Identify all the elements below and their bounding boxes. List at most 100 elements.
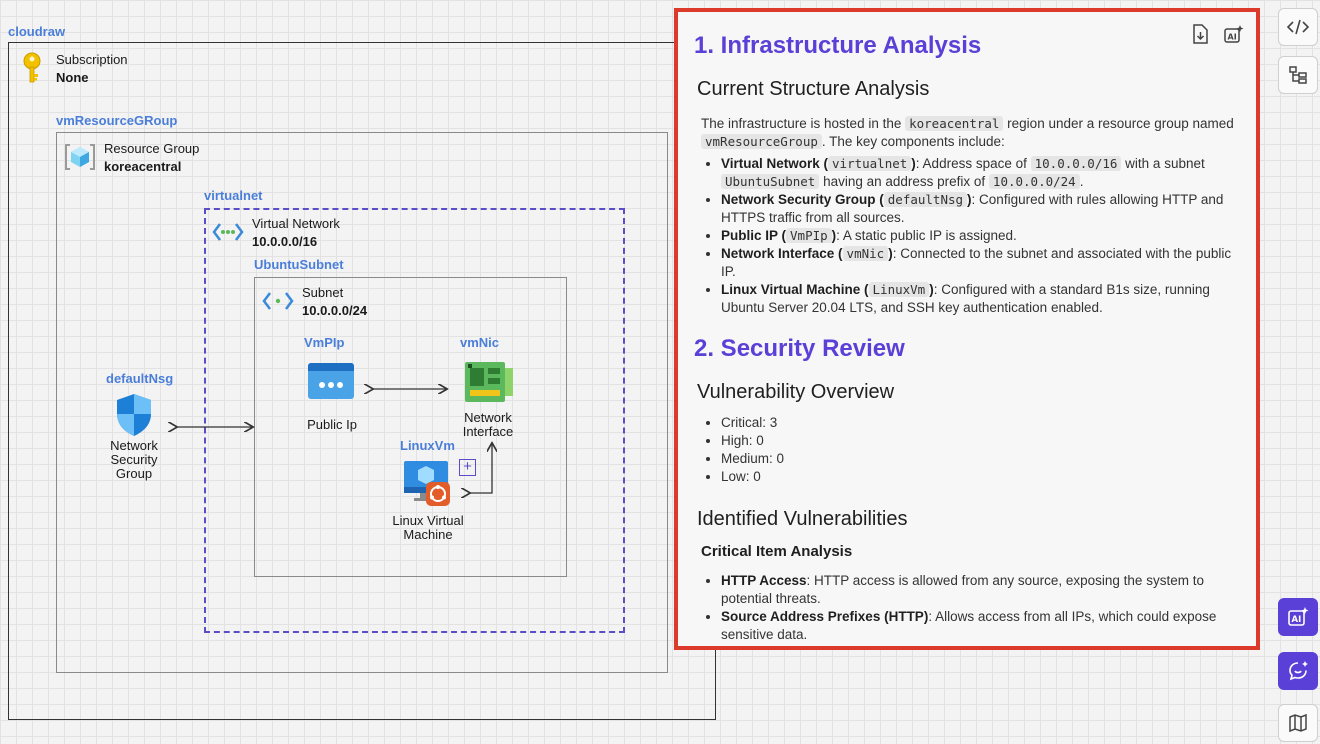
svg-text:AI: AI xyxy=(1228,33,1237,42)
component-name: Virtual Network ( xyxy=(721,156,829,171)
component-close: ) xyxy=(929,282,934,297)
critical-items-list: HTTP Access: HTTP access is allowed from… xyxy=(721,572,1240,644)
panel-toolbar: AI xyxy=(1190,24,1244,44)
map-icon xyxy=(1289,713,1307,733)
component-name: Network Interface ( xyxy=(721,246,843,261)
component-name: Public IP ( xyxy=(721,228,787,243)
component-close: ) xyxy=(888,246,893,261)
component-code-2: 10.0.0.0/16 xyxy=(1030,156,1122,171)
intro-code-region: koreacentral xyxy=(905,116,1004,131)
component-code: vmNic xyxy=(842,246,889,261)
diagram-canvas[interactable]: cloudraw Subscription None vmResourceGRo… xyxy=(0,0,716,744)
public-ip-icon[interactable] xyxy=(307,362,355,400)
ai-assistant-icon: AI xyxy=(1288,607,1309,626)
list-item: Linux Virtual Machine (LinuxVm): Configu… xyxy=(721,281,1240,317)
intro-text-3: . The key components include: xyxy=(821,134,1005,149)
nsg-tag: defaultNsg xyxy=(106,371,174,386)
list-item: Network Security Group (defaultNsg): Con… xyxy=(721,191,1240,227)
component-text-3: having an address prefix of xyxy=(819,174,989,189)
critical-item-text: : Allows access from all IPs, which coul… xyxy=(721,609,1217,642)
resource-group-label: Resource Group koreacentral xyxy=(104,140,199,176)
map-button[interactable] xyxy=(1278,704,1318,742)
linux-virtual-machine-icon[interactable] xyxy=(402,458,454,508)
list-item: Virtual Network (virtualnet): Address sp… xyxy=(721,155,1240,191)
list-item: HTTP Access: HTTP access is allowed from… xyxy=(721,572,1240,608)
subnet-tag: UbuntuSubnet xyxy=(254,257,344,272)
nic-caption: Network Interface xyxy=(448,411,528,439)
component-text-2: with a subnet xyxy=(1121,156,1205,171)
list-item: Low: 0 xyxy=(721,468,1240,486)
component-text: : Connected to the subnet and associated… xyxy=(721,246,1232,279)
component-code: defaultNsg xyxy=(883,192,968,207)
ai-assistant-button[interactable]: AI xyxy=(1278,598,1318,636)
resource-group-tag: vmResourceGRoup xyxy=(56,113,178,128)
subnet-label: Subnet 10.0.0.0/24 xyxy=(302,284,367,320)
vulnerability-counts-list: Critical: 3 High: 0 Medium: 0 Low: 0 xyxy=(721,414,1240,486)
section-2-subtitle: Vulnerability Overview xyxy=(697,381,895,403)
subscription-value: None xyxy=(56,70,89,85)
vnet-type: Virtual Network xyxy=(252,216,340,231)
vm-caption-line-2: Machine xyxy=(403,527,453,542)
code-view-button[interactable] xyxy=(1278,8,1318,46)
component-code: VmPIp xyxy=(786,228,832,243)
component-text-4: . xyxy=(1079,174,1084,189)
component-code: LinuxVm xyxy=(868,282,930,297)
resource-group-type: Resource Group xyxy=(104,141,200,156)
pip-caption: Public Ip xyxy=(307,417,357,432)
subnet-icon xyxy=(262,292,294,310)
code-icon xyxy=(1287,19,1309,35)
critical-analysis-heading: Critical Item Analysis xyxy=(701,543,853,560)
vnet-address: 10.0.0.0/16 xyxy=(252,234,318,249)
ai-sparkle-icon[interactable]: AI xyxy=(1224,24,1244,44)
nic-caption-line-1: Network xyxy=(464,410,512,425)
section-2-title: 2. Security Review xyxy=(694,335,905,362)
critical-item-name: Source Address Prefixes (HTTP) xyxy=(721,609,929,624)
connector-layer xyxy=(0,0,672,744)
nsg-caption-line-3: Group xyxy=(115,466,153,481)
component-close: ) xyxy=(831,228,837,243)
component-close: ) xyxy=(911,156,916,171)
analysis-panel[interactable]: AI 1. Infrastructure Analysis Current St… xyxy=(674,8,1260,650)
section-1-title: 1. Infrastructure Analysis xyxy=(694,32,982,59)
vm-caption: Linux Virtual Machine xyxy=(378,514,478,542)
network-security-group-icon[interactable] xyxy=(114,392,154,438)
download-icon[interactable] xyxy=(1190,24,1210,44)
network-interface-icon[interactable] xyxy=(464,360,514,404)
list-item: Network Interface (vmNic): Connected to … xyxy=(721,245,1240,281)
subnet-type: Subnet xyxy=(302,285,344,300)
vm-nic-connector xyxy=(469,444,492,493)
intro-text-1: The infrastructure is hosted in the xyxy=(701,116,906,131)
resource-group-region: koreacentral xyxy=(104,159,182,174)
list-item: Critical: 3 xyxy=(721,414,1240,432)
component-code-4: 10.0.0.0/24 xyxy=(988,174,1080,189)
subnet-address: 10.0.0.0/24 xyxy=(302,303,368,318)
component-name: Network Security Group ( xyxy=(721,192,884,207)
intro-text-2: region under a resource group named xyxy=(1003,116,1234,131)
vnet-tag: virtualnet xyxy=(204,188,263,203)
vnet-boundary[interactable] xyxy=(204,208,625,633)
vnet-label: Virtual Network 10.0.0.0/16 xyxy=(252,215,340,251)
intro-code-rg: vmResourceGroup xyxy=(701,134,822,149)
list-item: High: 0 xyxy=(721,432,1240,450)
component-text: : Address space of xyxy=(915,156,1031,171)
list-item: Public IP (VmPIp): A static public IP is… xyxy=(721,227,1240,245)
section-1-subtitle: Current Structure Analysis xyxy=(697,78,930,100)
pip-tag: VmPIp xyxy=(304,335,345,350)
intro-paragraph: The infrastructure is hosted in the kore… xyxy=(701,115,1240,151)
chat-ai-icon xyxy=(1289,661,1308,681)
vm-caption-line-1: Linux Virtual xyxy=(392,513,464,528)
tree-view-button[interactable] xyxy=(1278,56,1318,94)
ai-chat-button[interactable] xyxy=(1278,652,1318,690)
virtual-network-icon xyxy=(212,223,244,241)
nic-caption-line-2: Interface xyxy=(462,424,514,439)
nsg-caption-line-2: Security xyxy=(110,452,158,467)
nic-tag: vmNic xyxy=(460,335,500,350)
nsg-caption: Network Security Group xyxy=(94,439,174,481)
key-icon xyxy=(23,52,41,83)
critical-item-text: : HTTP access is allowed from any source… xyxy=(721,573,1204,606)
resource-group-boundary[interactable] xyxy=(56,132,668,673)
component-close: ) xyxy=(967,192,972,207)
component-text: : Configured with rules allowing HTTP an… xyxy=(721,192,1224,225)
component-code-3: UbuntuSubnet xyxy=(721,174,820,189)
list-item: Medium: 0 xyxy=(721,450,1240,468)
